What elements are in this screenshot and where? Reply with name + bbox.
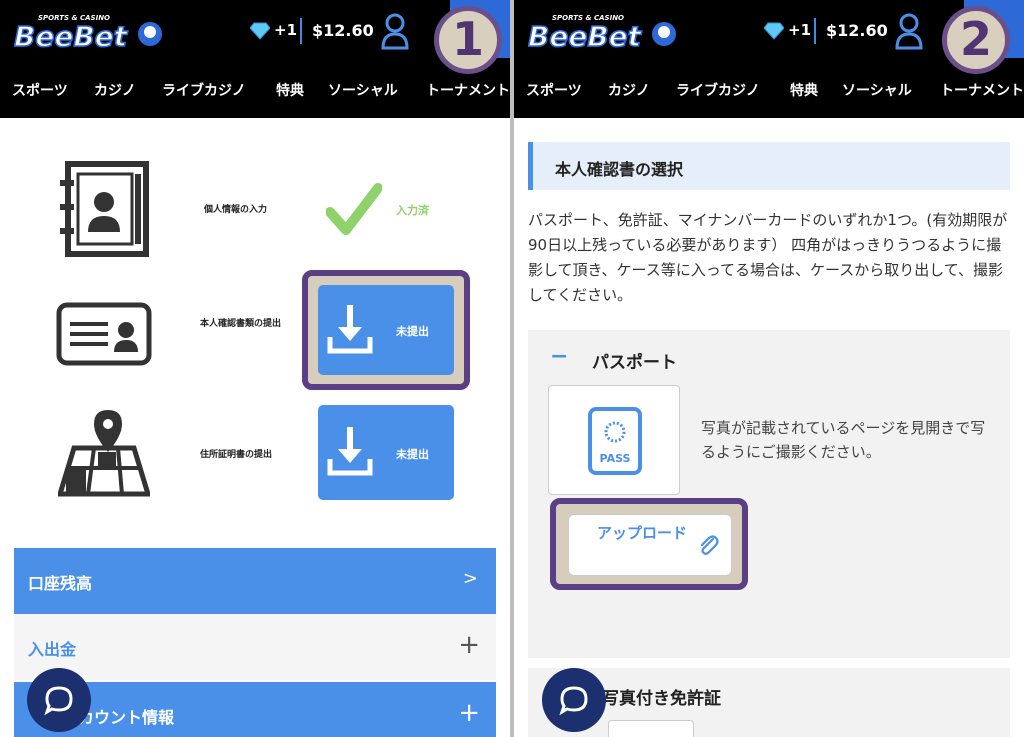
- plus-icon: +: [458, 630, 480, 660]
- user-icon[interactable]: [380, 12, 410, 50]
- passport-title: パスポート: [592, 353, 677, 373]
- paperclip-icon: [700, 535, 719, 555]
- diamond-icon: [764, 22, 784, 40]
- user-icon[interactable]: [894, 12, 924, 50]
- nav-live-casino[interactable]: ライブカジノ: [676, 83, 760, 99]
- section-title-box: 本人確認書の選択: [528, 142, 1010, 190]
- svg-text:SPORTS & CASINO: SPORTS & CASINO: [552, 14, 624, 22]
- row-label-personal-info: 個人情報の入力: [204, 205, 268, 215]
- chat-button[interactable]: [542, 668, 606, 732]
- nav-tournament[interactable]: トーナメント: [426, 83, 510, 99]
- nav-sports[interactable]: スポーツ: [526, 83, 582, 99]
- svg-text:SPORTS & CASINO: SPORTS & CASINO: [38, 14, 110, 22]
- download-icon: [327, 305, 373, 354]
- chat-button[interactable]: [27, 668, 91, 732]
- chevron-right-icon: >: [462, 568, 478, 589]
- svg-text:BeeBet: BeeBet: [14, 20, 129, 53]
- nav-tournament[interactable]: トーナメント: [940, 83, 1024, 99]
- status-not-submitted: 未提出: [396, 325, 429, 338]
- section-title: 本人確認書の選択: [555, 160, 684, 179]
- status-completed: 入力済: [396, 204, 429, 217]
- gem-count: +1: [274, 21, 298, 39]
- accordion-label: 入出金: [28, 640, 77, 659]
- upload-button[interactable]: アップロード: [568, 514, 732, 576]
- balance[interactable]: $12.60: [826, 21, 888, 40]
- passport-icon: PASS: [588, 407, 642, 475]
- panel-step-1: SPORTS & CASINO BeeBet +1 $12.60 1 スポーツ …: [0, 0, 510, 737]
- beebet-logo[interactable]: SPORTS & CASINO BeeBet: [14, 10, 164, 56]
- license-image: [608, 720, 694, 737]
- license-card[interactable]: 写真付き免許証: [528, 668, 1010, 737]
- nav-social[interactable]: ソーシャル: [328, 83, 398, 99]
- nav-live-casino[interactable]: ライブカジノ: [162, 83, 246, 99]
- step-badge-2: 2: [942, 6, 1010, 74]
- passport-instruction: 写真が記載されているページを見開きで写るようにご撮影ください。: [701, 419, 986, 461]
- accordion-balance[interactable]: 口座残高 >: [14, 548, 496, 614]
- svg-text:BeeBet: BeeBet: [528, 20, 643, 53]
- main-nav: スポーツ カジノ ライブカジノ 特典 ソーシャル トーナメント: [0, 80, 510, 104]
- step-badge-1: 1: [434, 6, 502, 74]
- download-icon: [327, 427, 373, 476]
- chat-bubble-icon: [44, 686, 73, 716]
- nav-social[interactable]: ソーシャル: [842, 83, 912, 99]
- accordion-account-info[interactable]: アカウント情報 +: [14, 682, 496, 737]
- id-card-icon: [56, 302, 152, 366]
- collapse-toggle[interactable]: −: [550, 344, 569, 369]
- chat-bubble-icon: [559, 686, 588, 716]
- beebet-logo[interactable]: SPORTS & CASINO BeeBet: [528, 10, 678, 56]
- row-label-address-proof: 住所証明書の提出: [200, 450, 273, 460]
- plus-icon: +: [458, 698, 480, 728]
- upload-label: アップロード: [596, 524, 687, 542]
- pass-label: PASS: [600, 452, 631, 465]
- nav-bonus[interactable]: 特典: [276, 83, 304, 99]
- row-label-id-documents: 本人確認書類の提出: [200, 319, 282, 329]
- top-header: SPORTS & CASINO BeeBet +1 $12.60 2 スポーツ …: [514, 0, 1024, 118]
- passport-card: − パスポート PASS 写真が記載されているページを見開きで写るようにご撮影く…: [528, 330, 1010, 658]
- header-separator: [300, 18, 302, 44]
- nav-casino[interactable]: カジノ: [608, 83, 650, 99]
- top-header: SPORTS & CASINO BeeBet +1 $12.60 1 スポーツ …: [0, 0, 510, 118]
- header-separator: [814, 18, 816, 44]
- balance[interactable]: $12.60: [312, 21, 374, 40]
- gem-count: +1: [788, 21, 812, 39]
- license-title: 写真付き免許証: [602, 689, 721, 709]
- nav-casino[interactable]: カジノ: [94, 83, 136, 99]
- address-upload-button[interactable]: 未提出: [318, 405, 454, 500]
- nav-sports[interactable]: スポーツ: [12, 83, 68, 99]
- section-description: パスポート、免許証、マイナンバーカードのいずれか1つ。(有効期限が90日以上残っ…: [528, 211, 1008, 304]
- status-not-submitted: 未提出: [396, 448, 429, 461]
- address-book-icon: [60, 161, 149, 257]
- accordion-label: アカウント情報: [62, 708, 175, 727]
- diamond-icon: [250, 22, 270, 40]
- main-nav: スポーツ カジノ ライブカジノ 特典 ソーシャル トーナメント: [514, 80, 1024, 104]
- id-upload-button[interactable]: 未提出: [318, 285, 454, 375]
- accordion-label: 口座残高: [28, 574, 93, 593]
- panel-step-2: SPORTS & CASINO BeeBet +1 $12.60 2 スポーツ …: [514, 0, 1024, 737]
- nav-bonus[interactable]: 特典: [790, 83, 818, 99]
- accordion-deposit-withdraw[interactable]: 入出金 +: [14, 614, 496, 680]
- map-pin-icon: [58, 410, 150, 497]
- check-icon: [326, 183, 382, 235]
- passport-image: PASS: [548, 385, 680, 495]
